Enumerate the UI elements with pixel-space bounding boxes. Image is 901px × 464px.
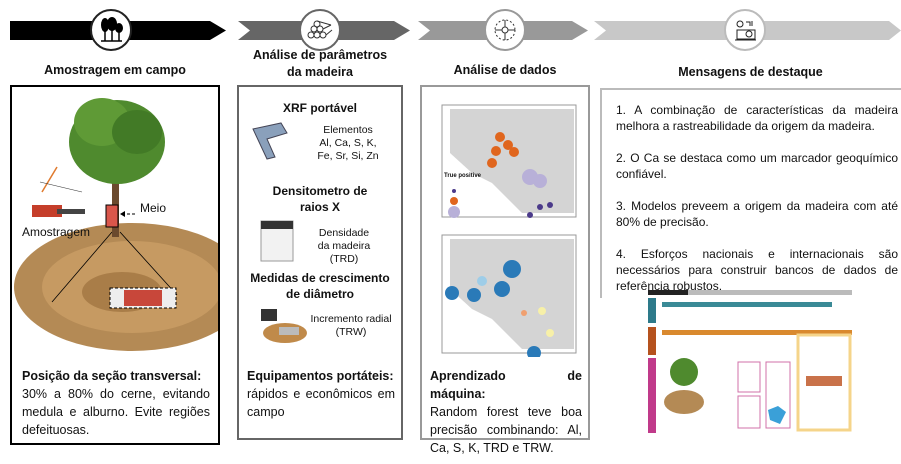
gear-laptop-icon	[724, 9, 766, 51]
step-title-4: Mensagens de destaque	[678, 65, 823, 79]
step-title-2: Análise de parâmetros da madeira	[237, 47, 403, 81]
wood-summary-text: rápidos e econômicos em campo	[247, 387, 395, 419]
logs-icon	[299, 9, 341, 51]
dens-desc-line: Densidade	[318, 227, 370, 239]
growth-measure-image	[261, 309, 307, 343]
forest-icon	[90, 9, 132, 51]
xrf-device-image	[252, 122, 288, 160]
label-amostragem: Amostragem	[22, 225, 91, 239]
highlight-item: 2. O Ca se destaca como um marcador geoq…	[616, 151, 898, 181]
dens-desc-line: (TRD)	[329, 253, 359, 265]
dens-desc-line: da madeira	[317, 240, 371, 252]
wood-summary: Equipamentos portáteis: rápidos e econômi…	[247, 367, 395, 421]
highlights-list: 1. A combinação de características da ma…	[616, 102, 898, 310]
network-icon	[484, 9, 526, 51]
growth-title: Medidas de crescimento de diâmetro	[235, 270, 405, 302]
graphical-abstract-thumbnail	[648, 290, 852, 433]
highlights-panel: 1. A combinação de características da ma…	[600, 88, 901, 298]
field-summary-title: Posição da seção transversal:	[22, 369, 202, 383]
map-xrf-results	[441, 104, 577, 218]
densitometer-title: Densitometro de raios X	[239, 183, 401, 215]
field-sampling-panel: Meio Amostragem Posição da seção transve…	[10, 85, 220, 445]
step-title-1: Amostragem em campo	[44, 63, 186, 77]
wood-summary-title: Equipamentos portáteis:	[247, 369, 394, 383]
dens-title-line: Densitometro de	[272, 184, 368, 198]
field-summary: Posição da seção transversal: 30% a 80% d…	[22, 367, 210, 439]
step-title-3: Análise de dados	[453, 63, 557, 77]
growth-desc-line: (TRW)	[335, 326, 367, 338]
growth-title-line: de diâmetro	[285, 287, 354, 301]
highlight-item: 3. Modelos preveem a origem da madeira c…	[616, 199, 898, 229]
xrf-desc-line: Elementos	[323, 124, 373, 136]
field-summary-text: 30% a 80% do cerne, evitando medula e al…	[22, 387, 210, 437]
step-title-2-line2: da madeira	[286, 65, 353, 79]
densitometer-image	[260, 220, 294, 262]
label-meio: Meio	[140, 201, 167, 215]
step-title-2-line1: Análise de parâmetros	[252, 48, 388, 62]
tree-sampling-illustration	[14, 98, 218, 351]
xrf-title: XRF portável	[282, 101, 357, 115]
growth-title-line: Medidas de crescimento	[250, 271, 390, 285]
highlight-item: 4. Esforços nacionais e internacionais s…	[616, 247, 898, 293]
map-legend-title: True positive	[444, 173, 482, 179]
data-summary-title: Aprendizado de máquina:	[430, 369, 582, 401]
dens-title-line: raios X	[299, 200, 341, 214]
map-combined-results	[441, 234, 577, 357]
data-summary: Aprendizado de máquina: Random forest tev…	[430, 367, 582, 457]
growth-desc-line: Incremento radial	[310, 313, 392, 325]
data-summary-text: Random forest teve boa precisão combinan…	[430, 405, 582, 455]
growth-description: Incremento radial(TRW)	[301, 313, 401, 339]
xrf-desc-line: Fe, Sr, Si, Zn	[317, 150, 379, 162]
data-analysis-panel: True positive Aprendizado de máquina: Ran…	[420, 85, 590, 455]
xrf-desc-line: Al, Ca, S, K,	[319, 137, 377, 149]
highlight-item: 1. A combinação de características da ma…	[616, 103, 898, 133]
